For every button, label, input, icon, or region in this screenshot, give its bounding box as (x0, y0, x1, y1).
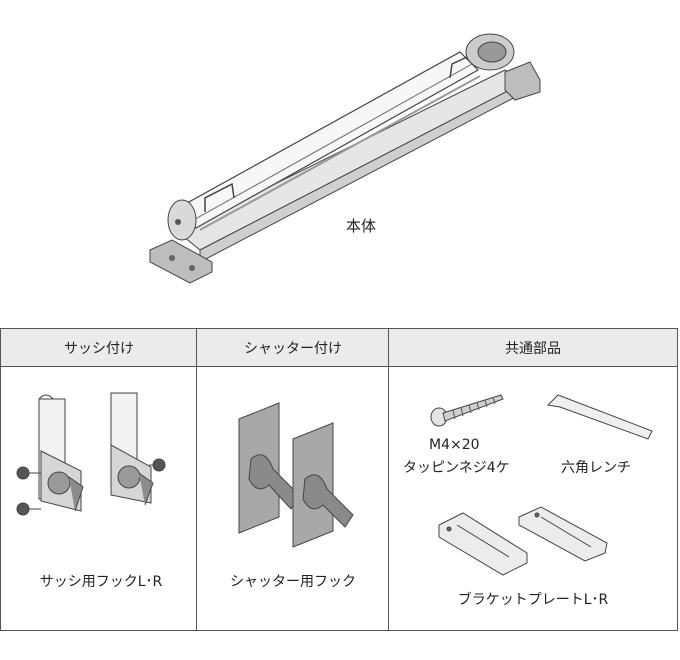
header-shutter: シャッター付け (197, 329, 389, 367)
screw-drawing (430, 394, 504, 427)
shutter-hook-drawing (238, 402, 354, 548)
sash-hook-drawing (16, 392, 166, 516)
main-unit-label: 本体 (346, 217, 377, 235)
hex-wrench-drawing (546, 394, 653, 440)
sash-hook-caption: サッシ用フックL･R (39, 574, 163, 590)
bracket-plate-caption: ブラケットプレートL･R (457, 592, 609, 608)
header-sash: サッシ付け (1, 329, 197, 367)
main-unit-illustration: 本体 (0, 0, 680, 300)
column-divider (196, 329, 197, 630)
shutter-hook-caption: シャッター用フック (230, 574, 356, 590)
screw-spec: M4×20 (429, 437, 480, 453)
parts-table: サッシ付け シャッター付け 共通部品 サッシ用フックL･R (0, 328, 678, 631)
header-common: 共通部品 (389, 329, 677, 367)
hex-wrench-caption: 六角レンチ (561, 460, 631, 476)
screw-name: タッピンネジ4ケ (403, 460, 510, 476)
bracket-plate-drawing (438, 506, 608, 576)
roller-body-drawing (149, 33, 541, 284)
column-divider (388, 329, 389, 630)
